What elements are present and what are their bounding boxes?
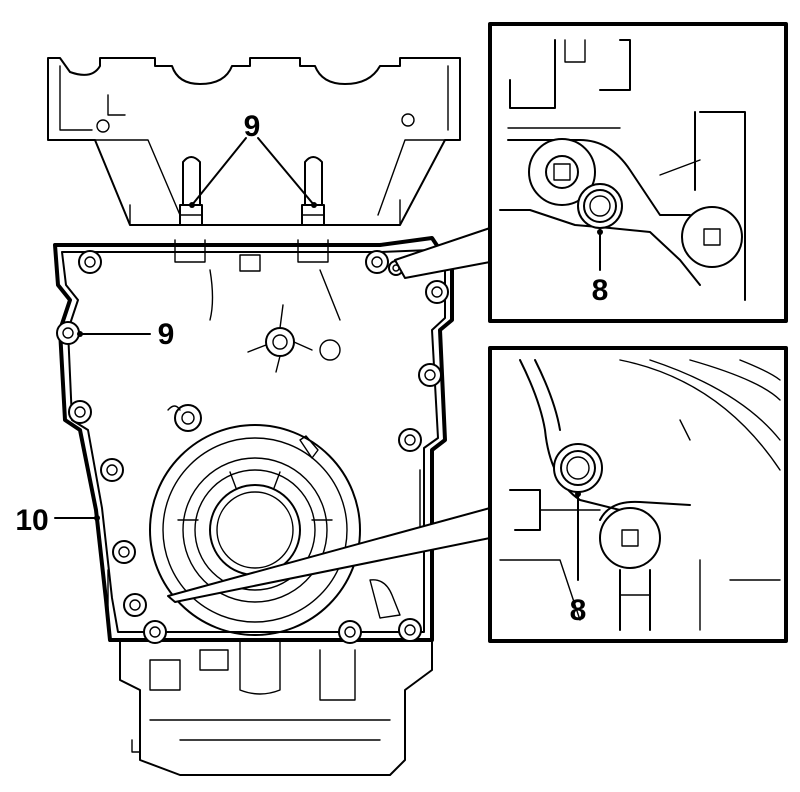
bolt	[78, 250, 102, 274]
bolt	[398, 618, 422, 642]
inset-top	[488, 22, 788, 323]
bolt	[365, 250, 389, 274]
bolt	[100, 458, 124, 482]
callout-bolt-9-left: 9	[158, 318, 175, 351]
bolt	[425, 280, 449, 304]
bolt	[338, 620, 362, 644]
engine-block-top	[47, 57, 461, 226]
leader-lines	[54, 137, 491, 603]
bolt	[56, 321, 80, 345]
bolt	[143, 620, 167, 644]
stud-right	[301, 156, 325, 226]
bolt	[398, 428, 422, 452]
bolt	[68, 400, 92, 424]
callout-inset-top-8: 8	[592, 274, 609, 307]
callout-inset-bottom-8: 8	[570, 594, 587, 627]
bolt	[123, 593, 147, 617]
callout-bolt-9-top: 9	[244, 110, 261, 143]
stud-left	[179, 156, 203, 226]
oil-pan	[119, 639, 433, 776]
bolt	[418, 363, 442, 387]
callout-cover-10: 10	[15, 504, 48, 537]
bolt	[112, 540, 136, 564]
inset-bottom	[488, 346, 788, 643]
cover-bolts	[56, 250, 449, 644]
